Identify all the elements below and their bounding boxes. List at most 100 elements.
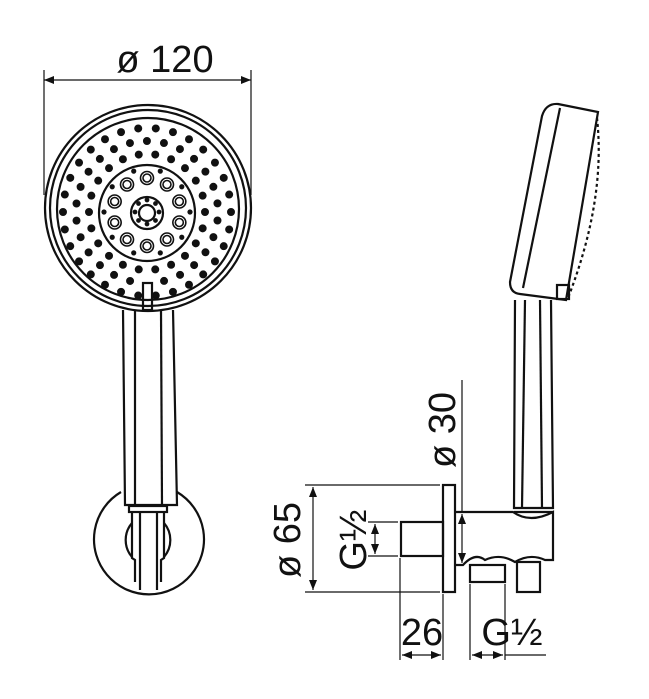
nozzle-dot <box>76 233 85 242</box>
nozzle-dot <box>176 270 185 279</box>
nozzle-dot <box>168 128 177 137</box>
front-view: ø 120 <box>43 39 253 596</box>
nozzle-dot <box>191 239 200 248</box>
large-nozzle <box>172 194 187 209</box>
nozzle-dot <box>75 158 84 167</box>
nozzle-dot <box>199 145 208 154</box>
nozzle-dot <box>60 190 69 199</box>
large-nozzle <box>119 232 135 247</box>
outlet-diameter-label: ø 30 <box>422 392 464 468</box>
nozzle-dot <box>201 167 210 176</box>
nozzle-dot <box>86 270 95 279</box>
wall-plate <box>441 483 457 594</box>
depth-label: 26 <box>401 612 443 654</box>
nozzle-dot <box>66 242 75 251</box>
nozzle-dot <box>198 224 207 233</box>
handle-side <box>512 299 555 514</box>
nozzle-dot <box>125 139 134 148</box>
handle-front <box>121 309 179 507</box>
nozzle-dot <box>110 270 119 279</box>
nozzle-dot <box>134 150 143 159</box>
center-dot <box>144 221 150 227</box>
large-nozzle-inner <box>162 234 172 245</box>
nozzle-dot <box>167 155 176 164</box>
nozzle-dot <box>219 242 228 251</box>
nozzle-dot <box>117 287 126 296</box>
nozzle-dot <box>58 208 67 217</box>
nozzle-dot <box>185 135 194 144</box>
nozzle-dot <box>201 208 210 217</box>
nozzle-dot <box>209 233 218 242</box>
nozzle-dot <box>225 225 234 234</box>
nozzle-dot <box>95 154 104 163</box>
nozzle-dot <box>190 261 199 270</box>
plate-diameter-label: ø 65 <box>267 502 309 578</box>
small-dot <box>157 250 163 256</box>
nozzle-dot <box>109 145 118 154</box>
nozzle-dot <box>219 173 228 182</box>
nozzle-dot <box>210 257 219 266</box>
nozzle-dot <box>75 257 84 266</box>
small-dot <box>109 184 115 190</box>
wall-connector-side <box>399 483 555 594</box>
nozzle-dot <box>84 167 93 176</box>
nozzle-dot <box>94 239 103 248</box>
clip-tab <box>141 281 154 312</box>
large-nozzle <box>107 194 122 209</box>
small-dot <box>187 209 193 215</box>
nozzle-dot <box>134 265 143 274</box>
spray-nozzles <box>58 124 236 300</box>
nozzle-dot <box>66 173 75 182</box>
large-nozzle-inner <box>174 217 185 228</box>
nozzle-dot <box>180 164 189 173</box>
nozzle-dot <box>190 154 199 163</box>
large-nozzle <box>107 215 122 230</box>
nozzle-dot <box>198 191 207 200</box>
nozzle-dot <box>101 280 110 289</box>
nozzle-dot <box>151 291 160 300</box>
nozzle-dot <box>101 135 110 144</box>
nozzle-dot <box>225 190 234 199</box>
small-dot <box>179 184 185 190</box>
wall-bracket-front <box>92 491 206 596</box>
nozzle-dot <box>191 176 200 185</box>
nozzle-dot <box>85 208 94 217</box>
nozzle-dot <box>72 216 81 225</box>
large-nozzle <box>139 170 155 186</box>
wall-thread-label: G½ <box>333 509 375 570</box>
nozzle-dot <box>199 270 208 279</box>
nozzle-dot <box>60 225 69 234</box>
large-nozzle-inner <box>142 173 152 183</box>
shower-head-front <box>43 103 253 313</box>
nozzle-dot <box>168 287 177 296</box>
small-dot <box>109 234 115 240</box>
nozzle-dot <box>118 260 127 269</box>
small-dot <box>131 250 137 256</box>
center-dot <box>153 218 158 223</box>
small-dot <box>179 234 185 240</box>
nozzle-dot <box>95 261 104 270</box>
nozzle-dot <box>209 182 218 191</box>
large-nozzle <box>159 177 175 192</box>
nozzle-dot <box>201 248 210 257</box>
large-nozzle-inner <box>122 179 132 190</box>
nozzle-dot <box>94 176 103 185</box>
nozzle-dot <box>160 276 169 285</box>
wall-pipe-stub <box>399 520 445 558</box>
nozzle-dot <box>142 137 151 146</box>
nozzle-dot <box>86 145 95 154</box>
center-dot <box>132 209 138 215</box>
nozzle-dot <box>87 224 96 233</box>
large-nozzle-inner <box>109 196 120 207</box>
nozzle-dot <box>185 280 194 289</box>
nozzle-dot <box>151 124 160 133</box>
large-nozzle-inner <box>122 234 132 245</box>
nozzle-dot <box>84 248 93 257</box>
nozzle-dot <box>76 182 85 191</box>
nozzle-dot <box>87 191 96 200</box>
center-dot <box>156 209 162 215</box>
large-nozzle <box>119 177 135 192</box>
nozzle-dot <box>151 150 160 159</box>
nozzle-dot <box>213 199 222 208</box>
